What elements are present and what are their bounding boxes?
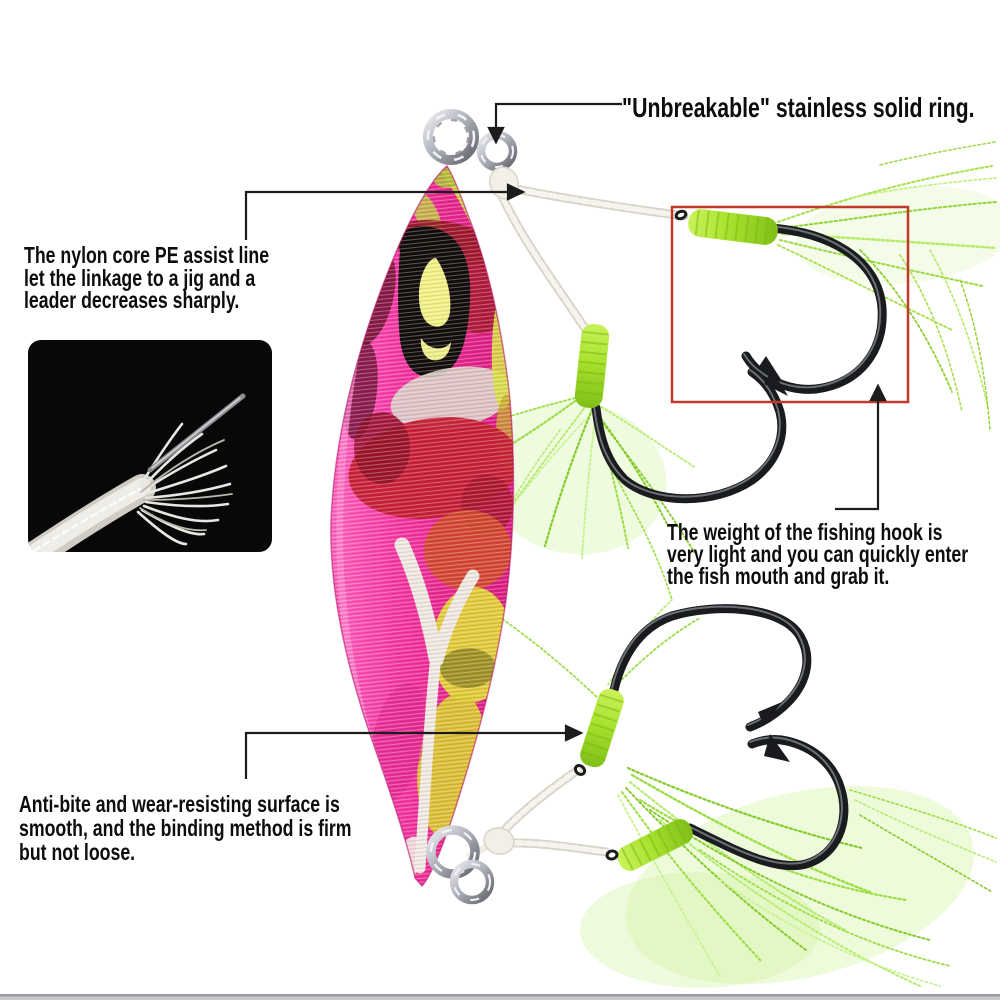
assist-cord-top [497, 182, 689, 335]
callout-text-line: "Unbreakable" stainless solid ring. [622, 92, 975, 123]
callout-lines [244, 102, 887, 779]
assist-hooks [591, 223, 887, 871]
callout-text-line: the fish mouth and grab it. [667, 563, 890, 589]
assist-cords [466, 182, 689, 860]
highlight-box [670, 205, 910, 404]
photo-bottom-edge-light [0, 996, 1000, 1000]
callout-line-ring [494, 102, 622, 130]
hook-eyes [573, 209, 688, 861]
callout-text-line: The nylon core PE assist line [24, 242, 270, 268]
callout-text-line: leader decreases sharply. [24, 287, 240, 313]
callout-arrow-surface [564, 724, 584, 742]
jig-lure [330, 164, 515, 888]
inset-pe-line-photo [28, 340, 272, 552]
thread-bindings [573, 209, 778, 871]
binding-bottom-lower [617, 819, 693, 871]
callout-line-assist [244, 190, 510, 240]
callout-text-hook-weight: The weight of the fishing hook is very l… [667, 519, 969, 589]
callout-text-line: very light and you can quickly enter [667, 541, 969, 567]
callout-text-line: let the linkage to a jig and a [24, 264, 256, 291]
callout-arrow-weight [869, 383, 887, 402]
split-rings-bottom [426, 825, 515, 905]
hook-bottom-upper [609, 604, 812, 732]
binding-bottom-upper [580, 688, 624, 768]
callout-arrow-assist [506, 183, 526, 201]
callout-line-surface [244, 731, 568, 779]
photo-bottom-edge [0, 994, 1000, 997]
callout-text-line: but not loose. [19, 839, 136, 865]
callout-text-line: Anti-bite and wear-resisting surface is [19, 791, 340, 817]
callout-text-line: smooth, and the binding method is firm [19, 815, 352, 841]
tinsel-top-right [777, 141, 1000, 431]
callout-text-assist-line: The nylon core PE assist line let the li… [24, 244, 269, 312]
callout-line-weight [835, 398, 880, 511]
callout-text-line: The weight of the fishing hook is [667, 519, 943, 545]
binding-top-right [688, 209, 778, 245]
hook-bottom-lower [685, 734, 849, 871]
tinsel-bottom [491, 599, 997, 988]
callout-arrow-ring [487, 126, 505, 145]
callout-text-ring: "Unbreakable" stainless solid ring. [622, 93, 974, 123]
callout-text-surface: Anti-bite and wear-resisting surface is … [19, 792, 352, 864]
binding-middle [574, 323, 610, 409]
